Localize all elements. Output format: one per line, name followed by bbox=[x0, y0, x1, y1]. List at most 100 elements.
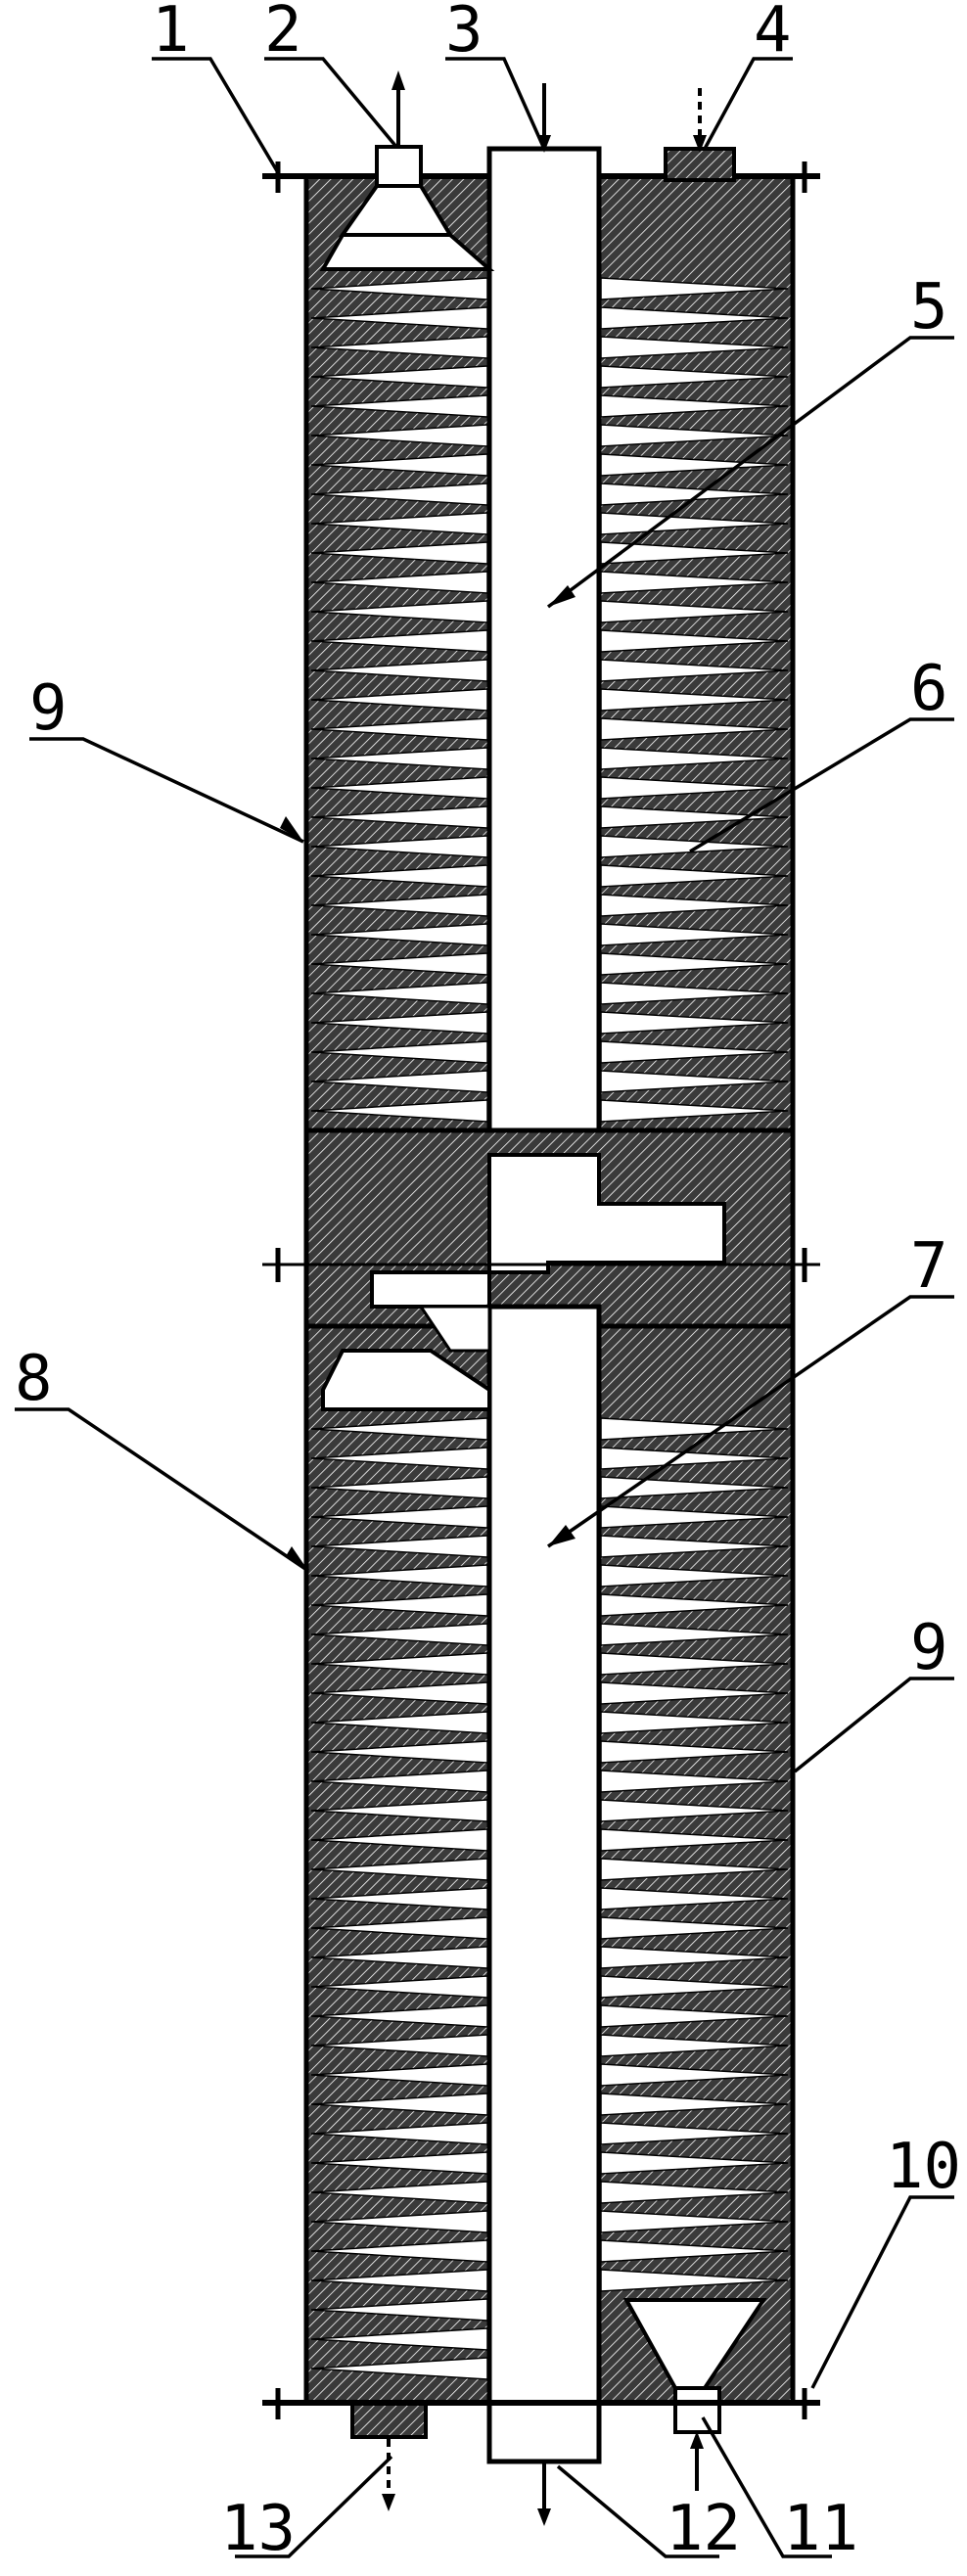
label-10: 10 bbox=[886, 2131, 961, 2203]
arrow-in-11-head bbox=[690, 2431, 704, 2449]
lower-central-tube bbox=[486, 1304, 602, 2464]
leader-10 bbox=[810, 2195, 954, 2389]
nozzle-4 bbox=[664, 147, 736, 182]
nozzle-2 bbox=[375, 145, 423, 188]
lower-right-fin bbox=[600, 2063, 789, 2087]
lower-right-fin bbox=[600, 1858, 789, 1881]
upper-left-fin bbox=[310, 336, 488, 359]
lower-left-fin bbox=[310, 2063, 488, 2087]
upper-right-fin bbox=[600, 805, 789, 829]
lower-right-fin bbox=[600, 1505, 789, 1529]
upper-left-fin bbox=[310, 1099, 488, 1123]
upper-right-fin bbox=[600, 365, 789, 389]
lower-module bbox=[262, 1304, 820, 2464]
lower-left-fin bbox=[310, 2239, 488, 2263]
lower-left-fin bbox=[310, 1652, 488, 1676]
upper-right-fin bbox=[600, 894, 789, 917]
upper-left-fin bbox=[310, 277, 488, 300]
lower-right-fin bbox=[600, 1681, 789, 1705]
lower-right-fin bbox=[600, 1535, 789, 1558]
lower-left-fin bbox=[310, 2122, 488, 2145]
leader-9-bottom bbox=[793, 1677, 954, 1773]
upper-left-fin bbox=[310, 394, 488, 418]
leader-6 bbox=[689, 717, 954, 853]
nozzle-13 bbox=[350, 2401, 428, 2439]
upper-right-fin bbox=[600, 600, 789, 623]
upper-left-fin bbox=[310, 688, 488, 712]
lower-right-fin bbox=[600, 1476, 789, 1499]
lower-right-fin bbox=[600, 1417, 789, 1441]
leader-9-top-head bbox=[280, 816, 303, 842]
lower-left-fin bbox=[310, 2004, 488, 2028]
arrow-out-13-head bbox=[382, 2494, 395, 2511]
upper-left-fin bbox=[310, 1070, 488, 1093]
lower-right-fin bbox=[600, 1946, 789, 1969]
upper-right-fin bbox=[600, 306, 789, 330]
upper-left-fin bbox=[310, 365, 488, 389]
lower-upper-header bbox=[321, 1349, 491, 1411]
upper-left-fin bbox=[310, 512, 488, 535]
lower-right-fin bbox=[600, 2151, 789, 2175]
label-5: 5 bbox=[910, 271, 948, 344]
upper-right-fin bbox=[600, 1011, 789, 1035]
lower-right-fin bbox=[600, 1564, 789, 1587]
leader-7 bbox=[547, 1295, 954, 1548]
lower-fin-coils bbox=[310, 1417, 789, 2380]
lower-right-fin bbox=[600, 2210, 789, 2233]
lower-right-fin bbox=[600, 1447, 789, 1470]
lower-right-fin bbox=[600, 1711, 789, 1734]
lower-right-fin bbox=[600, 1623, 789, 1646]
lower-left-fin bbox=[310, 1770, 488, 1793]
upper-left-fin bbox=[310, 923, 488, 946]
leader-9-top bbox=[29, 737, 304, 844]
upper-right-fin bbox=[600, 453, 789, 477]
lower-right-fin bbox=[600, 2122, 789, 2145]
lower-left-fin bbox=[310, 1799, 488, 1822]
upper-left-fin bbox=[310, 805, 488, 829]
leader-8-head bbox=[286, 1546, 308, 1571]
label-1: 1 bbox=[152, 0, 190, 67]
upper-right-fin bbox=[600, 982, 789, 1005]
lower-left-fin bbox=[310, 1916, 488, 1940]
leader-4 bbox=[703, 57, 793, 150]
upper-right-fin bbox=[600, 864, 789, 888]
lower-right-fin bbox=[600, 1593, 789, 1617]
upper-left-fin bbox=[310, 952, 488, 976]
lower-left-fin bbox=[310, 2151, 488, 2175]
upper-left-fin bbox=[310, 835, 488, 858]
leader-8 bbox=[15, 1407, 309, 1573]
upper-left-fin bbox=[310, 1011, 488, 1035]
upper-left-fin bbox=[310, 1040, 488, 1064]
lower-left-fin bbox=[310, 1946, 488, 1969]
upper-left-fin bbox=[310, 894, 488, 917]
upper-central-tube bbox=[486, 146, 602, 1179]
lower-left-fin bbox=[310, 1623, 488, 1646]
leader-1 bbox=[152, 57, 281, 175]
arrow-out-12-head bbox=[537, 2508, 551, 2526]
part-labels: 1 2 3 4 5 6 7 8 9 9 10 11 12 13 bbox=[15, 0, 961, 2565]
upper-right-fin bbox=[600, 1099, 789, 1123]
lower-left-fin bbox=[310, 1564, 488, 1587]
lower-right-fin bbox=[600, 1799, 789, 1822]
leader-2 bbox=[264, 57, 398, 149]
upper-fin-coils bbox=[310, 277, 789, 1123]
lower-left-fin bbox=[310, 2298, 488, 2322]
upper-right-fin bbox=[600, 394, 789, 418]
arrow-in-4-head bbox=[693, 135, 707, 153]
label-6: 6 bbox=[910, 653, 948, 725]
leader-5-head bbox=[548, 585, 576, 607]
lower-left-fin bbox=[310, 2357, 488, 2380]
label-12: 12 bbox=[666, 2493, 741, 2565]
arrow-out-2-head bbox=[391, 70, 405, 90]
connector-passage bbox=[370, 1153, 726, 1309]
lower-right-fin bbox=[600, 1887, 789, 1910]
lower-header-cone bbox=[418, 1305, 491, 1353]
lower-left-fin bbox=[310, 2269, 488, 2292]
lower-right-fin bbox=[600, 2093, 789, 2116]
leader-13 bbox=[235, 2455, 393, 2558]
lower-left-fin bbox=[310, 1711, 488, 1734]
upper-right-fin bbox=[600, 659, 789, 682]
lower-left-fin bbox=[310, 1417, 488, 1441]
